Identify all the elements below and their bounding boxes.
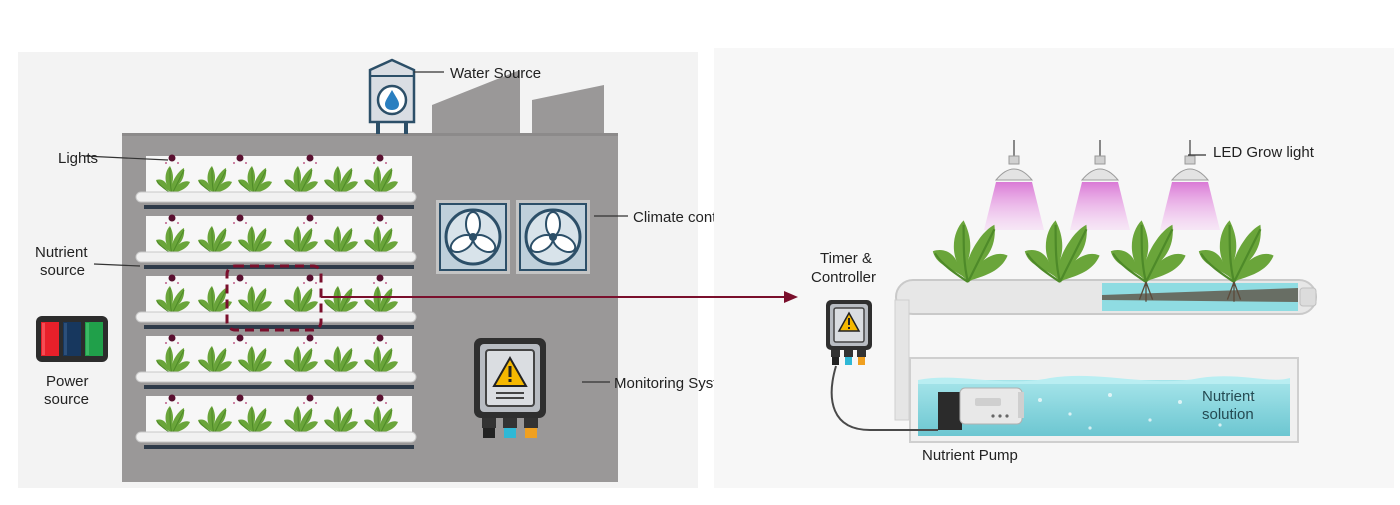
shelf-light-icon bbox=[376, 214, 384, 222]
connection-arrow bbox=[321, 291, 798, 303]
nutrient-source-label-line2: source bbox=[40, 262, 85, 279]
climate-control-label: Climate control bbox=[633, 209, 733, 226]
leader-lines-left bbox=[83, 71, 628, 383]
shelf-light-icon bbox=[236, 394, 244, 402]
shelf-light-icon bbox=[168, 214, 176, 222]
shelf-light-icon bbox=[376, 274, 384, 282]
shelf-light-icon bbox=[236, 214, 244, 222]
shelf-light-icon bbox=[376, 334, 384, 342]
nutrient-solution-label-line1: Nutrient bbox=[1202, 388, 1255, 405]
nutrient-solution-label-line2: solution bbox=[1202, 406, 1254, 423]
shelf-light-icon bbox=[306, 214, 314, 222]
water-source-tank bbox=[368, 58, 416, 134]
led-grow-lights bbox=[984, 140, 1220, 230]
shelf-light-icon bbox=[306, 274, 314, 282]
timer-controller-device bbox=[826, 300, 872, 365]
grow-shelves bbox=[135, 154, 417, 449]
led-light-icon bbox=[984, 140, 1044, 230]
hydroponic-channel bbox=[895, 279, 1317, 315]
shelf-light-icon bbox=[236, 154, 244, 162]
hydroponic-plants bbox=[931, 219, 1275, 302]
shelf-2 bbox=[135, 214, 417, 269]
led-light-icon bbox=[1070, 140, 1130, 230]
timer-label-line1: Timer & bbox=[820, 250, 872, 267]
shelf-light-icon bbox=[306, 334, 314, 342]
shelf-3 bbox=[135, 274, 417, 329]
water-source-label: Water Source bbox=[450, 65, 541, 82]
return-pipe bbox=[894, 299, 910, 421]
shelf-5 bbox=[135, 394, 417, 449]
nutrient-source-label-line1: Nutrient bbox=[35, 244, 88, 261]
shelf-4 bbox=[135, 334, 417, 389]
monitoring-system-device bbox=[474, 338, 546, 438]
shelf-light-icon bbox=[168, 274, 176, 282]
shelf-light-icon bbox=[236, 274, 244, 282]
highlight-selection-box bbox=[225, 264, 323, 332]
shelf-light-icon bbox=[168, 334, 176, 342]
lettuce-plant-icon bbox=[1109, 219, 1187, 302]
water-drop-icon bbox=[385, 90, 399, 110]
shelf-light-icon bbox=[236, 334, 244, 342]
control-cable bbox=[830, 365, 938, 431]
shelf-light-icon bbox=[376, 394, 384, 402]
shelf-light-icon bbox=[168, 394, 176, 402]
lettuce-plant-icon bbox=[1197, 219, 1275, 302]
lights-label: Lights bbox=[58, 150, 98, 167]
power-source-label-line1: Power bbox=[46, 373, 89, 390]
power-source-label-line2: source bbox=[44, 391, 89, 408]
shelf-light-icon bbox=[168, 154, 176, 162]
timer-label-line2: Controller bbox=[811, 269, 876, 286]
shelf-light-icon bbox=[306, 154, 314, 162]
shelf-light-icon bbox=[306, 394, 314, 402]
shelf-1 bbox=[135, 154, 417, 209]
led-grow-light-label: LED Grow light bbox=[1213, 144, 1315, 161]
nutrient-pump-label: Nutrient Pump bbox=[922, 447, 1018, 464]
monitoring-system-label: Monitoring System bbox=[614, 375, 738, 392]
shelf-light-icon bbox=[376, 154, 384, 162]
led-light-icon bbox=[1160, 140, 1220, 230]
power-source-battery bbox=[36, 316, 108, 362]
pump-icon bbox=[938, 387, 1024, 430]
fan-icon bbox=[514, 198, 592, 276]
fan-icon bbox=[434, 198, 512, 276]
